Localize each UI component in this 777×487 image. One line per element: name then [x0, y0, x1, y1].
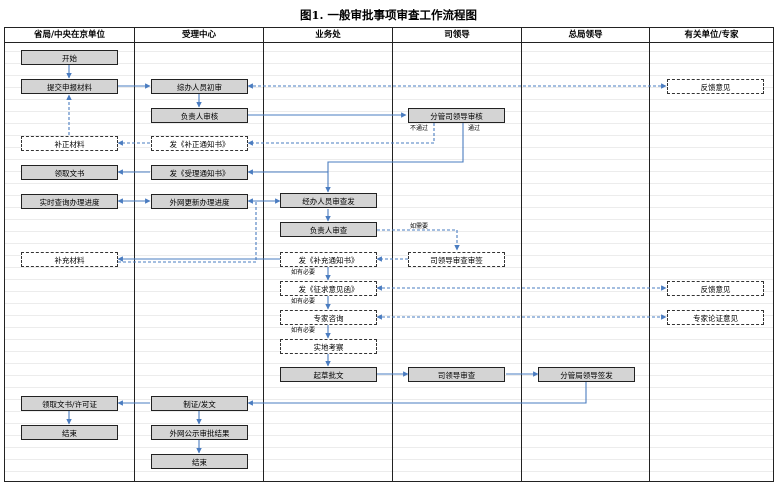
- node-expert: 专家咨询: [280, 310, 377, 325]
- node-clerk-check: 经办人员审查发: [280, 193, 377, 208]
- lane-header-experts: 有关单位/专家: [650, 28, 773, 43]
- lane-header-acceptance: 受理中心: [135, 28, 263, 43]
- label-if-needed-1: 如需要: [410, 223, 429, 230]
- node-leader-review-2: 司领导审查: [408, 367, 505, 382]
- node-receive-doc: 领取文书: [21, 165, 118, 180]
- node-issue: 制证/发文: [151, 396, 248, 411]
- lane-header-bureau-leader: 总局领导: [522, 28, 649, 43]
- node-supplement: 补正材料: [21, 136, 118, 151]
- lane-header-business: 业务处: [264, 28, 392, 43]
- node-onsite: 实地考察: [280, 339, 377, 354]
- label-pass: 通过: [468, 125, 481, 132]
- diagram-title: 图1. 一般审批事项审查工作流程图: [299, 8, 477, 22]
- node-dept-leader-review: 分管司领导审核: [408, 108, 505, 123]
- node-extra-material: 补充材料: [21, 252, 118, 267]
- lane-divider: [263, 27, 264, 482]
- node-start: 开始: [21, 50, 118, 65]
- swimlane-grid: [4, 27, 774, 482]
- node-lead-check: 负责人审查: [280, 222, 377, 237]
- arrow-extra-check: [118, 198, 281, 263]
- node-web-update: 外网更新办理进度: [151, 194, 248, 209]
- node-draft: 起草批文: [280, 367, 377, 382]
- node-clerk-review: 综办人员初审: [151, 79, 248, 94]
- lane-divider: [521, 27, 522, 482]
- lane-divider: [134, 27, 135, 482]
- arrow-notpass: [247, 123, 435, 146]
- label-if-needed-2: 如有必要: [291, 269, 316, 276]
- node-publish: 外网公示审批结果: [151, 425, 248, 440]
- label-if-needed-4: 如有必要: [291, 327, 316, 334]
- lane-divider: [649, 27, 650, 482]
- node-submit: 提交申报材料: [21, 79, 118, 94]
- node-leader-approve: 司领导审查审签: [408, 252, 505, 267]
- node-end-1: 结束: [21, 425, 118, 440]
- label-if-needed-3: 如有必要: [291, 298, 316, 305]
- node-consult-letter: 发《征求意见函》: [280, 281, 377, 296]
- node-track-progress: 实时查询办理进度: [21, 194, 118, 209]
- arrow-bureau-issue: [247, 382, 587, 406]
- node-feedback-2: 反馈意见: [667, 281, 764, 296]
- arrow-lead-approve: [377, 229, 460, 251]
- lane-header-dept-leader: 司领导: [393, 28, 521, 43]
- node-lead-review: 负责人审核: [151, 108, 248, 123]
- node-feedback-1: 反馈意见: [667, 79, 764, 94]
- lane-divider: [392, 27, 393, 482]
- node-end-2: 结束: [151, 454, 248, 469]
- node-notice-accept: 发《受理通知书》: [151, 165, 248, 180]
- lane-header-province: 省局/中央在京单位: [5, 28, 134, 43]
- node-notice-extra: 发《补充通知书》: [280, 252, 377, 267]
- node-notice-supplement: 发《补正通知书》: [151, 136, 248, 151]
- node-bureau-sign: 分管局领导签发: [538, 367, 635, 382]
- node-expert-opinion: 专家论证意见: [667, 310, 764, 325]
- arrow-pass: [247, 123, 464, 175]
- node-get-license: 领取文书/许可证: [21, 396, 118, 411]
- label-not-pass: 不通过: [410, 125, 429, 132]
